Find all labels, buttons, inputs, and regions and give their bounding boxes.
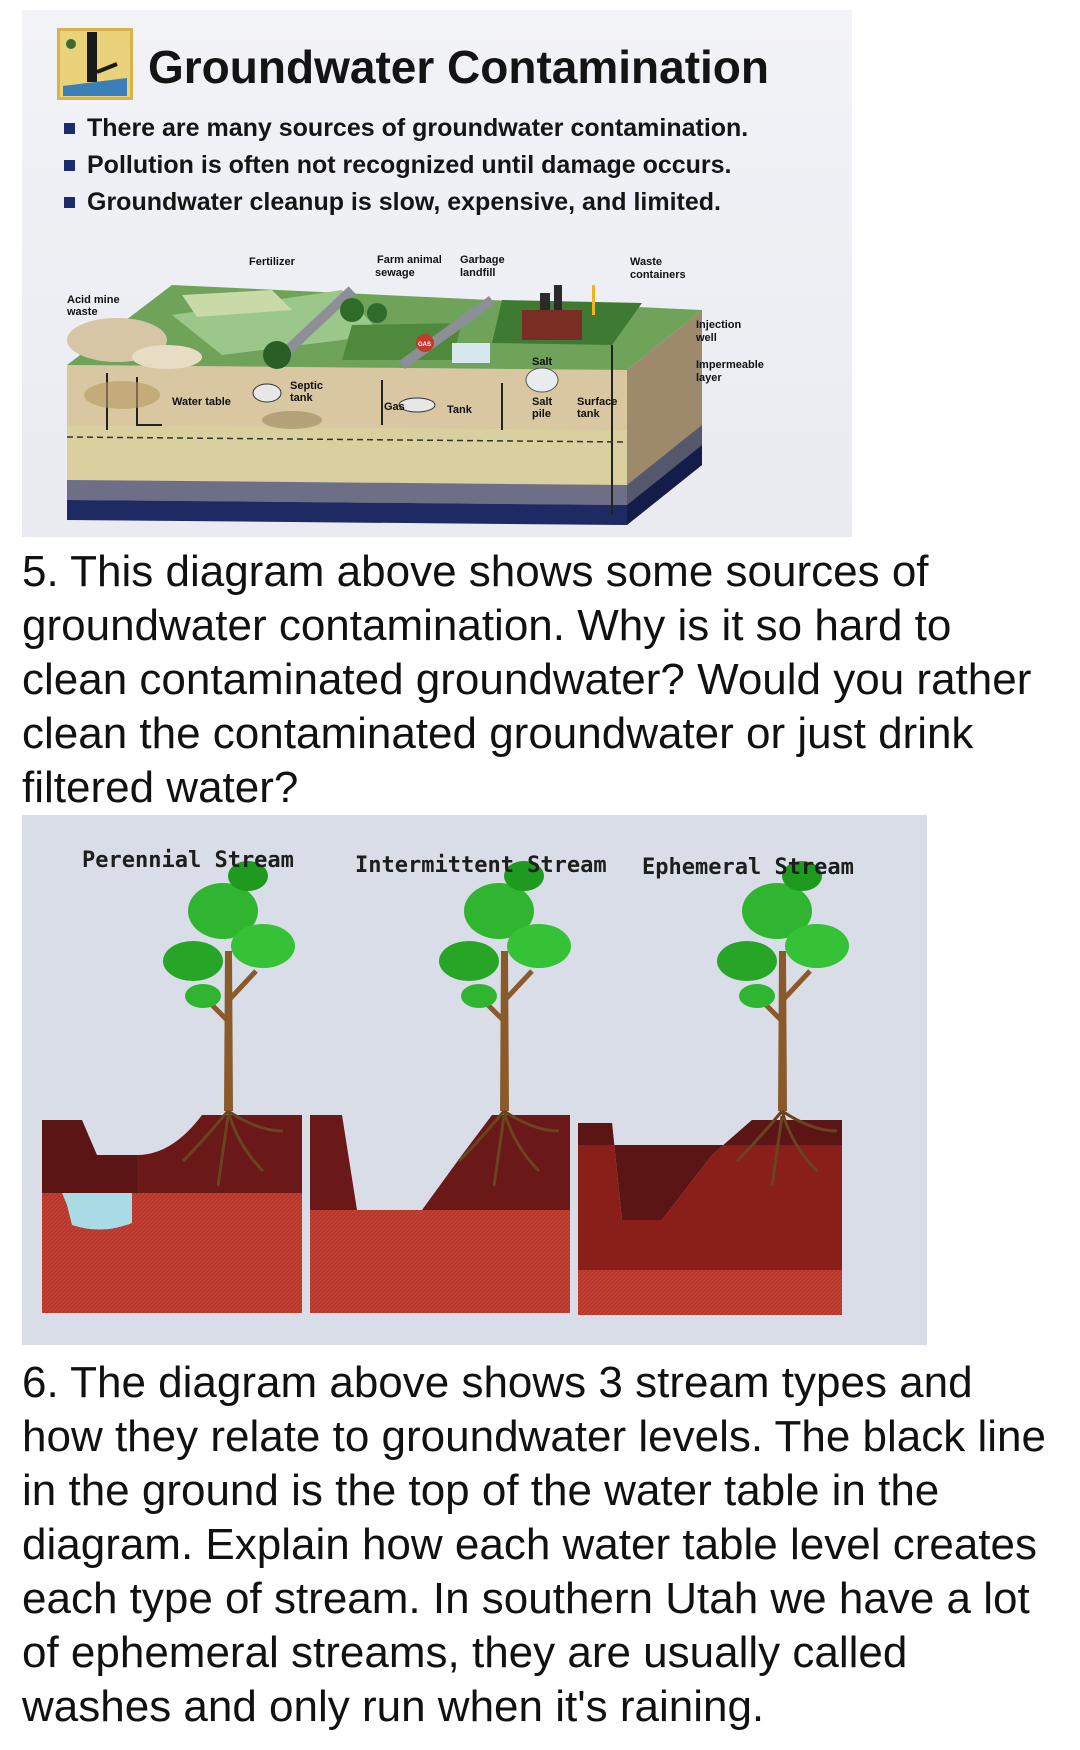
label-injection: Injection bbox=[696, 319, 742, 331]
bullet-item: Groundwater cleanup is slow, expensive, … bbox=[64, 184, 748, 221]
label-salt: Salt bbox=[532, 356, 553, 368]
groundwater-contamination-slide: Groundwater Contamination There are many… bbox=[22, 10, 852, 537]
question-5: 5. This diagram above shows some sources… bbox=[22, 547, 1032, 812]
label-containers: containers bbox=[630, 269, 686, 281]
gas-station-label: GAS bbox=[418, 342, 431, 348]
label-fertilizer: Fertilizer bbox=[249, 256, 296, 268]
intermittent-stream-label: Intermittent Stream bbox=[355, 853, 607, 878]
perennial-panel bbox=[42, 861, 302, 1313]
label-waste: Waste bbox=[630, 256, 662, 268]
label-acid-waste: waste bbox=[66, 306, 98, 318]
label-farm-animal: Farm animal bbox=[377, 255, 442, 266]
label-landfill: landfill bbox=[460, 267, 495, 279]
bullet-marker bbox=[64, 197, 75, 208]
ephemeral-panel bbox=[578, 861, 849, 1315]
bullet-item: Pollution is often not recognized until … bbox=[64, 147, 748, 184]
label-sewage: sewage bbox=[375, 267, 415, 279]
bullet-item: There are many sources of groundwater co… bbox=[64, 110, 748, 147]
ephemeral-stream-label: Ephemeral Stream bbox=[642, 855, 854, 880]
label-layer: layer bbox=[696, 372, 722, 384]
bullet-marker bbox=[64, 160, 75, 171]
stream-types-diagram bbox=[42, 815, 927, 1315]
label-septic-tank: tank bbox=[290, 392, 314, 404]
intermittent-panel bbox=[310, 861, 571, 1313]
label-tank: Tank bbox=[447, 404, 473, 416]
stream-types-slide: Perennial Stream Intermittent Stream Eph… bbox=[22, 815, 927, 1345]
question-6: 6. The diagram above shows 3 stream type… bbox=[22, 1358, 1046, 1731]
label-garbage: Garbage bbox=[460, 255, 505, 266]
contamination-sources-diagram: GAS Fertilizer Farm animal sewage Garbag… bbox=[66, 255, 764, 525]
bullet-marker bbox=[64, 123, 75, 134]
label-salt-pile-2: pile bbox=[532, 408, 551, 420]
label-septic: Septic bbox=[290, 380, 323, 392]
label-surface: Surface bbox=[577, 396, 617, 408]
bullet-list: There are many sources of groundwater co… bbox=[64, 110, 748, 221]
groundwater-logo-icon bbox=[57, 28, 133, 100]
label-water-table: Water table bbox=[172, 396, 231, 408]
label-salt-pile-1: Salt bbox=[532, 396, 553, 408]
perennial-stream-label: Perennial Stream bbox=[82, 848, 294, 873]
label-impermeable: Impermeable bbox=[696, 359, 764, 371]
label-surface-tank: tank bbox=[577, 408, 601, 420]
label-gas: Gas bbox=[384, 401, 405, 413]
slide-title: Groundwater Contamination bbox=[148, 41, 769, 93]
label-well: well bbox=[695, 332, 717, 344]
label-acid-mine: Acid mine bbox=[67, 294, 120, 306]
